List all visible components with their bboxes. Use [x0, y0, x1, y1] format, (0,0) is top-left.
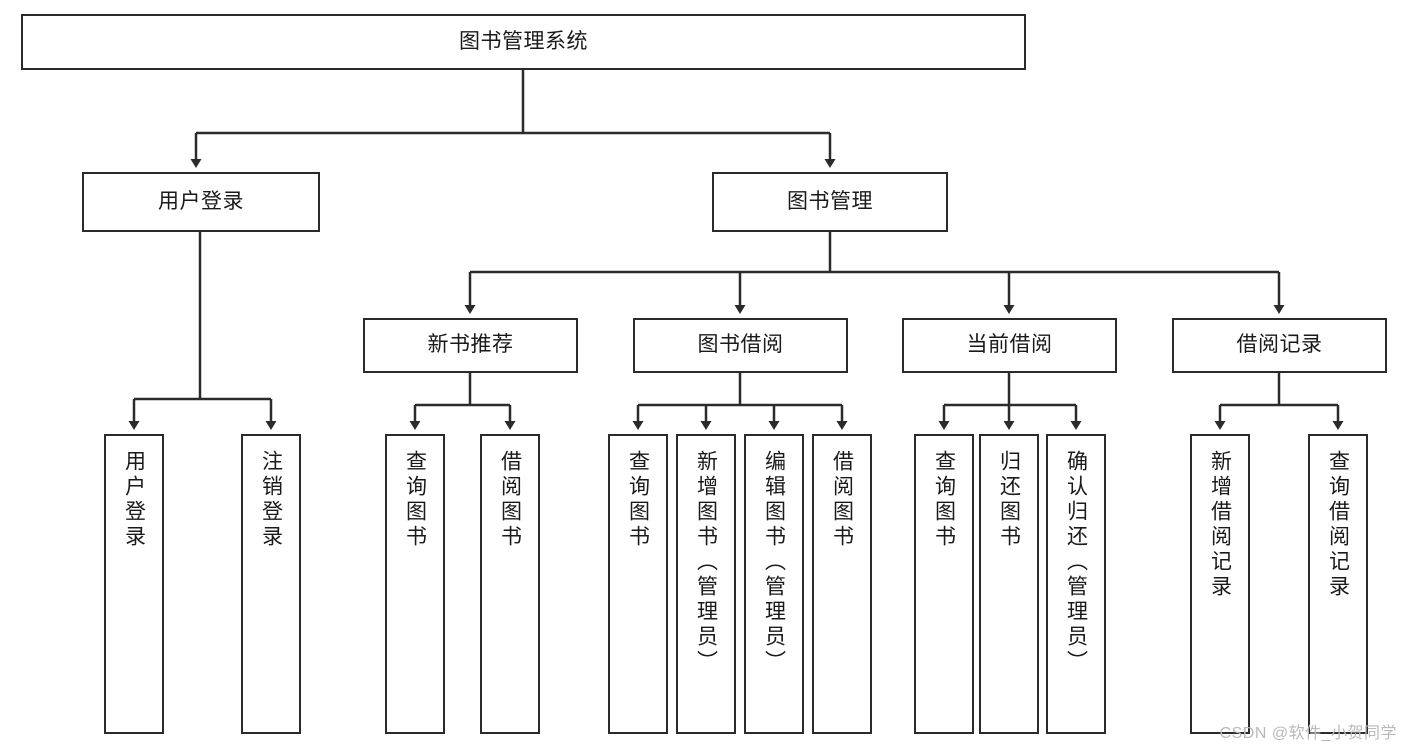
leaf-borrow-add-book[interactable]: 新增图书（管理员）	[676, 434, 736, 734]
leaf-rec-borrow-book[interactable]: 借阅图书	[480, 434, 540, 734]
leaf-record-add[interactable]: 新增借阅记录	[1190, 434, 1250, 734]
leaf-current-return-book-label: 归还图书	[997, 450, 1021, 550]
leaf-user-logout-label: 注销登录	[259, 450, 283, 550]
leaf-rec-query-book-label: 查询图书	[403, 450, 427, 550]
leaf-borrow-add-book-label: 新增图书（管理员）	[694, 450, 718, 675]
node-book-borrow-label: 图书借阅	[697, 333, 784, 357]
node-root[interactable]: 图书管理系统	[21, 14, 1026, 70]
leaf-current-query-book[interactable]: 查询图书	[914, 434, 974, 734]
node-current-borrow[interactable]: 当前借阅	[902, 318, 1117, 373]
leaf-record-query-label: 查询借阅记录	[1326, 450, 1350, 600]
watermark: CSDN @软件_小贺同学	[1219, 725, 1397, 742]
leaf-user-logout[interactable]: 注销登录	[241, 434, 301, 734]
leaf-borrow-borrow-book[interactable]: 借阅图书	[812, 434, 872, 734]
leaf-rec-query-book[interactable]: 查询图书	[385, 434, 445, 734]
leaf-user-login-label: 用户登录	[122, 450, 146, 550]
leaf-rec-borrow-book-label: 借阅图书	[498, 450, 522, 550]
leaf-record-add-label: 新增借阅记录	[1208, 450, 1232, 600]
node-user-login-label: 用户登录	[158, 189, 244, 213]
leaf-current-query-book-label: 查询图书	[932, 450, 956, 550]
leaf-current-confirm-return[interactable]: 确认归还（管理员）	[1046, 434, 1106, 734]
node-current-borrow-label: 当前借阅	[966, 333, 1053, 357]
node-user-login[interactable]: 用户登录	[82, 172, 320, 232]
leaf-borrow-edit-book[interactable]: 编辑图书（管理员）	[744, 434, 804, 734]
node-new-book-rec[interactable]: 新书推荐	[363, 318, 578, 373]
leaf-current-confirm-return-label: 确认归还（管理员）	[1064, 450, 1088, 675]
leaf-borrow-query-book[interactable]: 查询图书	[608, 434, 668, 734]
leaf-current-return-book[interactable]: 归还图书	[979, 434, 1039, 734]
leaf-borrow-borrow-book-label: 借阅图书	[830, 450, 854, 550]
leaf-borrow-edit-book-label: 编辑图书（管理员）	[762, 450, 786, 675]
leaf-user-login[interactable]: 用户登录	[104, 434, 164, 734]
node-new-book-rec-label: 新书推荐	[427, 333, 514, 357]
node-book-borrow[interactable]: 图书借阅	[633, 318, 848, 373]
leaf-borrow-query-book-label: 查询图书	[626, 450, 650, 550]
node-borrow-record[interactable]: 借阅记录	[1172, 318, 1387, 373]
node-root-label: 图书管理系统	[459, 29, 588, 53]
node-book-manage-label: 图书管理	[787, 189, 873, 213]
node-borrow-record-label: 借阅记录	[1236, 333, 1323, 357]
leaf-record-query[interactable]: 查询借阅记录	[1308, 434, 1368, 734]
node-book-manage[interactable]: 图书管理	[712, 172, 948, 232]
